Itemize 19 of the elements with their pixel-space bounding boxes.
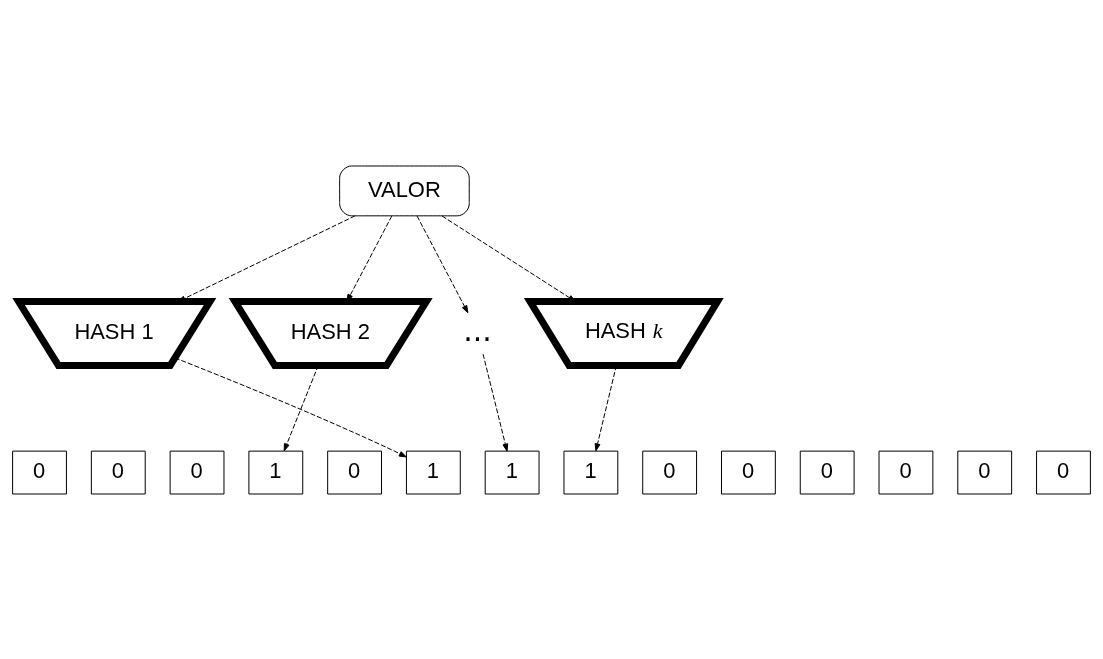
node-box: 0 (12, 450, 67, 494)
node-box: 1 (405, 450, 461, 494)
node-box: 0 (1036, 450, 1091, 494)
node-box: 1 (563, 450, 619, 494)
arrow (482, 353, 509, 452)
node-box: 0 (799, 450, 855, 494)
node-box: 1 (484, 450, 540, 494)
node-box: 0 (169, 450, 225, 494)
node-text: ... (463, 312, 492, 348)
node-box: 0 (721, 450, 776, 494)
node-box: 0 (878, 450, 934, 494)
node-box: VALOR (339, 165, 470, 216)
arrow (416, 215, 469, 313)
node-box: 0 (327, 450, 382, 494)
node-box: 0 (642, 450, 698, 494)
node-box: 0 (957, 450, 1013, 494)
arrow (174, 357, 407, 457)
node-box: 1 (248, 450, 304, 494)
node-box: 0 (90, 450, 146, 494)
